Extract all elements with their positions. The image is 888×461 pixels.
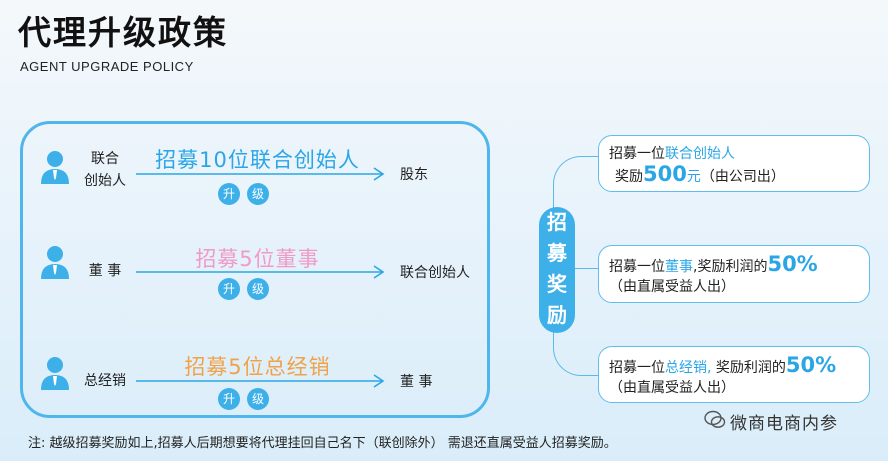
upgrade-row-1: 联合 创始人 招募10位联合创始人 股东 升 级 [0,146,888,216]
person-icon [41,246,69,279]
wechat-icon [704,410,726,428]
person-icon [41,151,69,184]
upgrade-row-3: 总经销 招募5位总经销 董 事 升 级 [0,350,888,420]
reward-card-3: 招募一位总经销, 奖励利润的50% （由直属受益人出） [598,346,870,403]
upgrade-row-2: 董 事 招募5位董事 联合创始人 升 级 [0,240,888,310]
upgrade-badge: 级 [247,388,269,410]
upgrade-badge: 升 [218,183,240,205]
footer-note: 注: 越级招募奖励如上,招募人后期想要将代理挂回自己名下（联创除外） 需退还直属… [28,436,617,451]
upgrade-badge: 级 [247,278,269,300]
watermark: 微商电商内参 [730,414,838,434]
upgrade-panel [20,121,490,418]
reward-card-2: 招募一位董事,奖励利润的50% （由直属受益人出） [598,245,870,303]
recruit-text: 招募10位联合创始人 [155,148,360,172]
target-label: 股东 [400,167,428,183]
reward-card-1: 招募一位联合创始人 奖励500元（由公司出） [598,135,870,192]
target-label: 董 事 [400,374,433,390]
recruit-text: 招募5位董事 [195,247,320,271]
upgrade-badge: 升 [218,388,240,410]
reward-connector-mid [555,268,599,269]
person-icon [41,357,69,390]
arrow-icon [136,374,385,388]
upgrade-badge: 升 [218,278,240,300]
page-subtitle: AGENT UPGRADE POLICY [20,59,194,74]
upgrade-badge: 级 [247,183,269,205]
page-title: 代理升级政策 [18,13,228,52]
recruit-text: 招募5位总经销 [184,355,331,379]
role-label: 总经销 [84,373,126,389]
target-label: 联合创始人 [400,265,470,281]
reward-label: 招 募 奖 励 [539,207,575,333]
role-label: 联合 创始人 [84,151,126,189]
arrow-icon [136,265,385,279]
arrow-icon [136,167,385,181]
role-label: 董 事 [88,263,122,279]
